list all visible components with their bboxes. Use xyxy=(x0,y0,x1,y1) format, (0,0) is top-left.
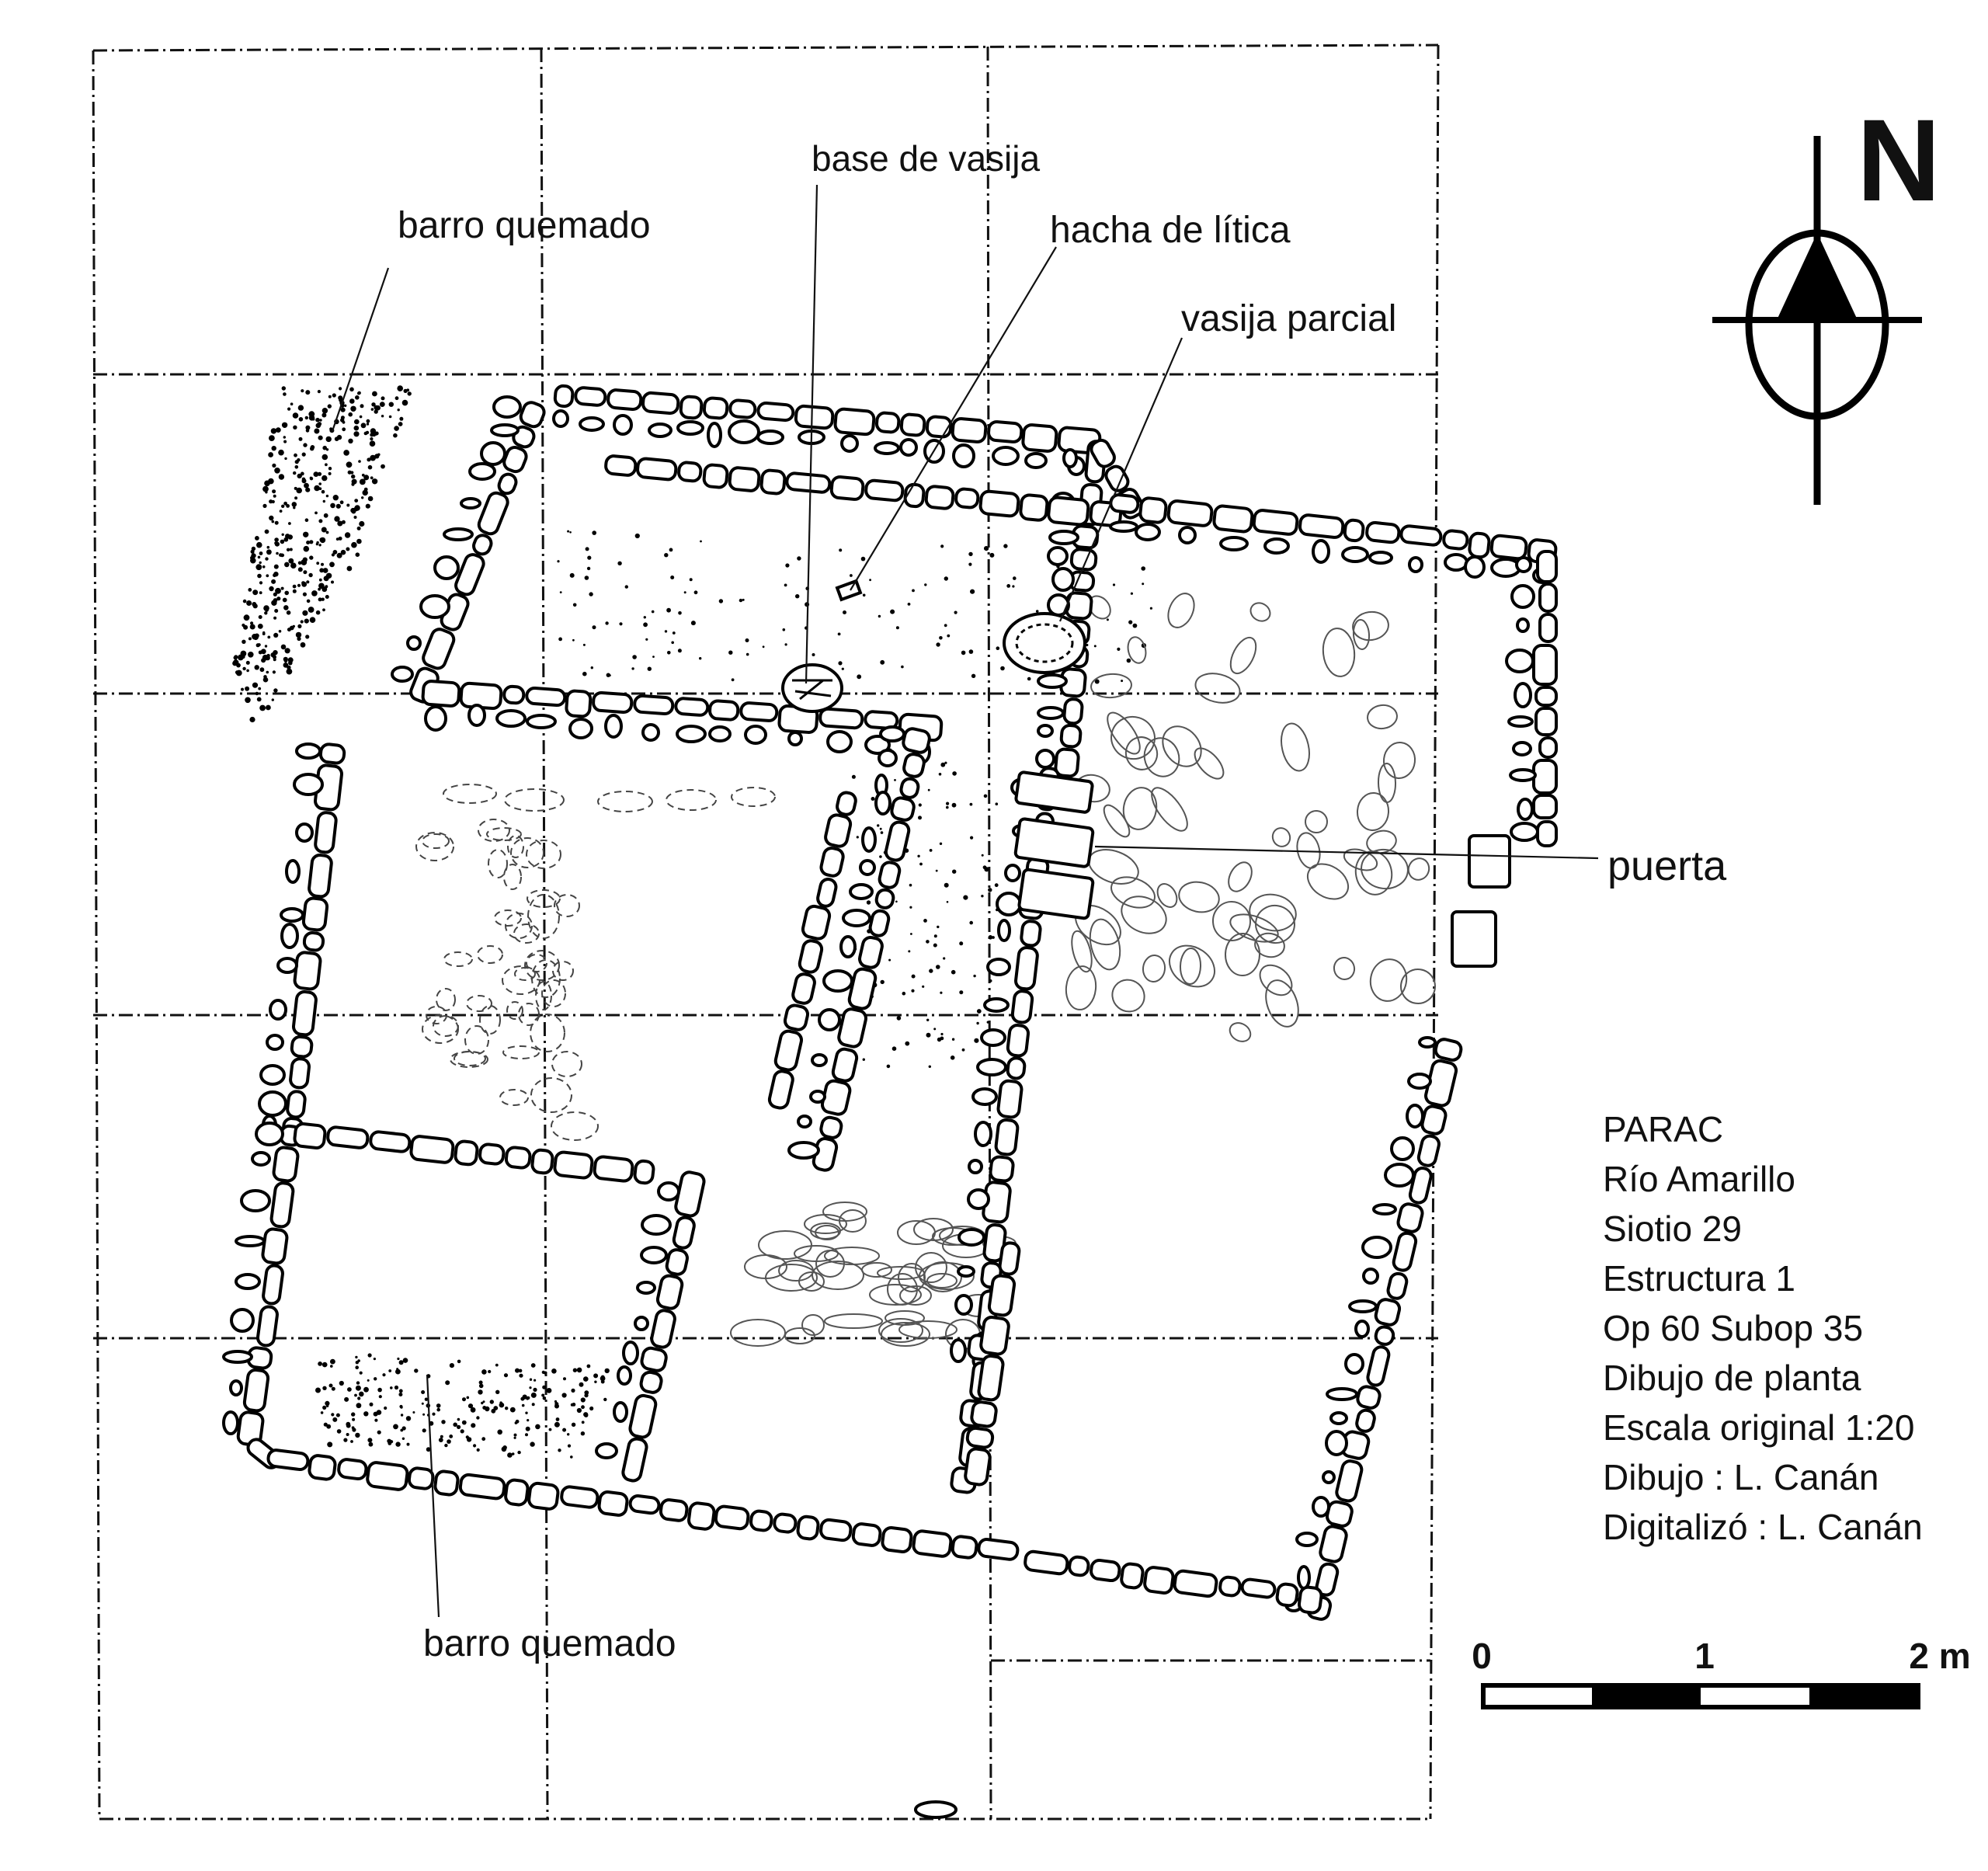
caption-line: Dibujo de planta xyxy=(1603,1358,1861,1398)
label-puerta: puerta xyxy=(1607,843,1727,889)
excavation-grid xyxy=(92,43,1440,1821)
caption-line: Digitalizó : L. Canán xyxy=(1603,1507,1923,1547)
label-barro-quemado-top: barro quemado xyxy=(398,205,651,246)
label-base-de-vasija: base de vasija xyxy=(812,138,1040,179)
caption-line: PARAC xyxy=(1603,1109,1723,1149)
stone-walls xyxy=(222,384,1558,1819)
scale-tick-1: 1 xyxy=(1694,1636,1715,1676)
caption-line: Dibujo : L. Canán xyxy=(1603,1457,1879,1497)
caption-line: Siotio 29 xyxy=(1603,1208,1742,1249)
caption-line: Río Amarillo xyxy=(1603,1159,1795,1199)
label-hacha-de-litica: hacha de lítica xyxy=(1050,210,1291,251)
burnt-clay-area-south xyxy=(315,1353,610,1459)
scale-tick-2m: 2 m xyxy=(1909,1636,1970,1676)
label-barro-quemado-bottom: barro quemado xyxy=(423,1623,676,1664)
north-arrow-icon xyxy=(1712,136,1922,505)
faint-floor-stones xyxy=(415,784,776,1141)
burnt-clay-area-north xyxy=(232,385,412,723)
north-arrow-letter: N xyxy=(1857,95,1941,225)
annotation-leaders xyxy=(331,184,1599,1618)
scale-tick-0: 0 xyxy=(1472,1636,1492,1676)
vessel-base-artifact xyxy=(781,663,843,713)
floor-stones-east-room xyxy=(422,593,1436,1350)
lithic-axe-artifact xyxy=(835,579,863,602)
caption-line: Estructura 1 xyxy=(1603,1258,1795,1299)
caption-line: Escala original 1:20 xyxy=(1603,1407,1914,1448)
label-vasija-parcial: vasija parcial xyxy=(1181,298,1396,339)
partial-vessel-artifact xyxy=(1003,612,1086,674)
scale-bar xyxy=(1481,1683,1920,1709)
caption-line: Op 60 Subop 35 xyxy=(1603,1308,1863,1348)
